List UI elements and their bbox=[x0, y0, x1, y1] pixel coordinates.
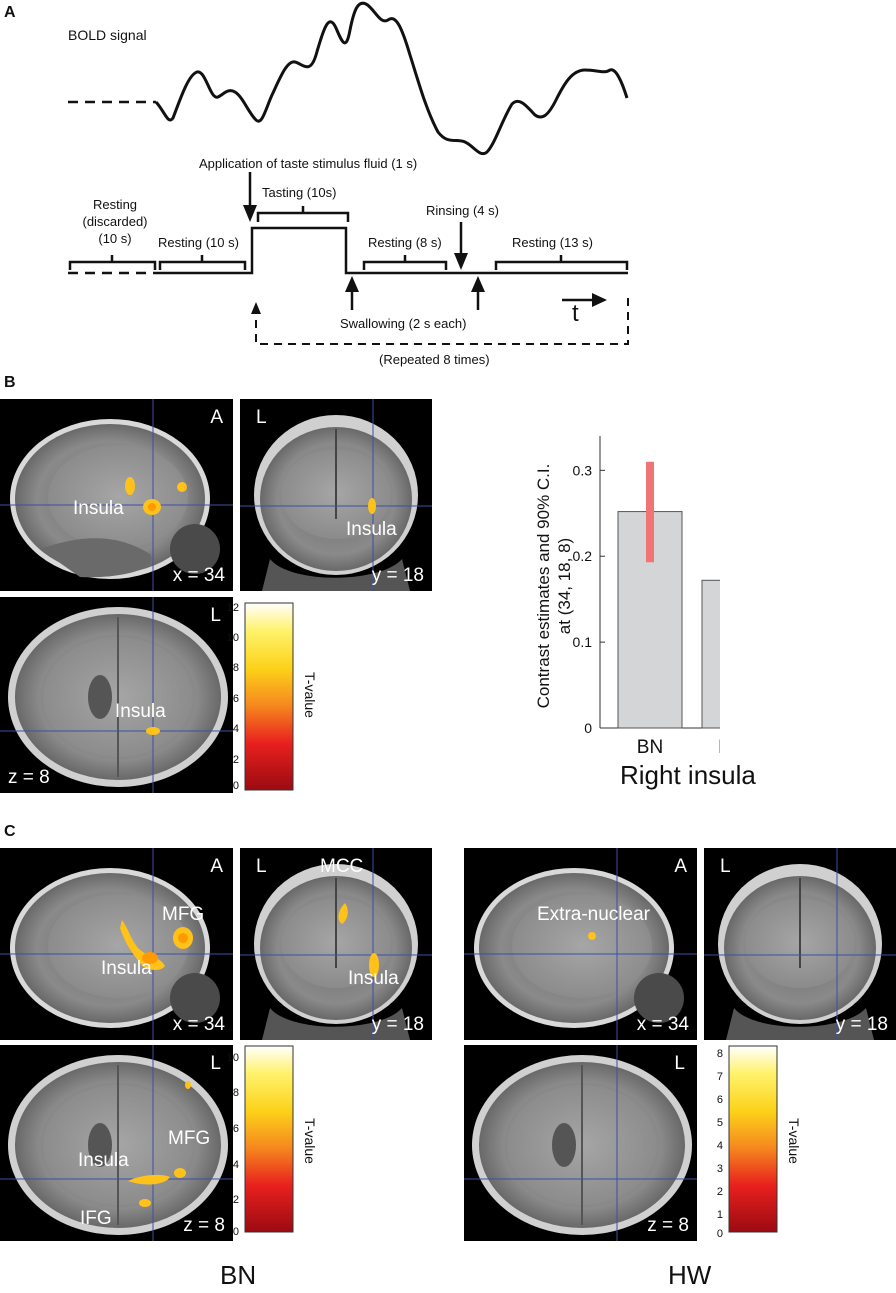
c-bn-colorbar-title: T-value bbox=[302, 1118, 318, 1164]
chart-ytick-label: 0.3 bbox=[573, 462, 593, 478]
insula-bar-chart: 0 0.1 0.2 0.3BN HW bbox=[573, 436, 720, 758]
c-bn-colorbar bbox=[244, 1045, 294, 1233]
c-hw-coronal-slice: L y = 18 bbox=[704, 848, 896, 1040]
bold-signal-label: BOLD signal bbox=[68, 27, 147, 43]
chart-bar bbox=[701, 579, 720, 729]
resting1-label: Resting (10 s) bbox=[158, 235, 239, 250]
group-label-bn: BN bbox=[220, 1260, 257, 1290]
c-hw-colorbar bbox=[728, 1045, 778, 1233]
chart-ytick-label: 0.1 bbox=[573, 634, 593, 650]
b-axial-slice-label: z = 8 bbox=[8, 767, 50, 788]
c-bn-sagittal-insula-label: Insula bbox=[101, 958, 152, 979]
b-coronal-insula-label: Insula bbox=[346, 519, 397, 540]
c-hw-sagittal-slice: A Extra-nuclear x = 34 bbox=[464, 848, 697, 1040]
panel-c-letter: C bbox=[4, 823, 16, 840]
resting3-label: Resting (13 s) bbox=[512, 235, 593, 250]
c-bn-axial-slice: L Insula MFG IFG z = 8 bbox=[0, 1045, 233, 1241]
panel-b-letter: B bbox=[4, 374, 16, 391]
bold-curve bbox=[154, 1, 629, 156]
chart-ci-bar bbox=[646, 461, 654, 563]
panel-a-letter: A bbox=[4, 4, 16, 21]
c-bn-sagittal-mfg-label: MFG bbox=[162, 904, 205, 925]
b-sagittal-insula-label: Insula bbox=[73, 498, 124, 519]
c-bn-sagittal-slice: A MFG Insula x = 34 bbox=[0, 848, 233, 1040]
c-hw-sagittal-extranuclear-label: Extra-nuclear bbox=[537, 904, 650, 925]
time-symbol: t bbox=[572, 300, 579, 327]
b-axial-insula-label: Insula bbox=[115, 701, 166, 722]
paradigm-diagram bbox=[68, 1, 629, 345]
resting2-label: Resting (8 s) bbox=[368, 235, 442, 250]
b-colorbar-title: T-value bbox=[302, 672, 318, 718]
chart-category-label: HW bbox=[718, 737, 720, 758]
b-colorbar bbox=[244, 602, 294, 791]
chart-category-label: BN bbox=[637, 737, 663, 758]
b-axial-slice: L Insula z = 8 bbox=[0, 597, 233, 793]
b-sagittal-slice-label: x = 34 bbox=[172, 565, 225, 586]
c-bn-axial-mfg-label: MFG bbox=[168, 1128, 211, 1149]
tasting-label: Tasting (10s) bbox=[262, 185, 337, 200]
chart-xlabel: Right insula bbox=[620, 760, 756, 790]
chart-ytick-label: 0.2 bbox=[573, 548, 593, 564]
stimulus-label: Application of taste stimulus fluid (1 s… bbox=[199, 156, 418, 171]
c-bn-axial-insula-label: Insula bbox=[78, 1150, 129, 1171]
c-hw-colorbar-title: T-value bbox=[786, 1118, 802, 1164]
swallowing-label: Swallowing (2 s each) bbox=[340, 316, 467, 331]
chart-ytick-label: 0 bbox=[584, 720, 592, 736]
b-sagittal-slice: A Insula x = 34 bbox=[0, 399, 233, 591]
b-coronal-slice-label: y = 18 bbox=[371, 565, 424, 586]
repeated-label: (Repeated 8 times) bbox=[379, 352, 490, 367]
c-bn-coronal-insula-label: Insula bbox=[348, 968, 399, 989]
chart-ylabel: Contrast estimates and 90% C.I. at (34, … bbox=[534, 463, 574, 709]
timeline bbox=[156, 226, 628, 275]
resting-discarded-label: Resting (discarded) (10 s) bbox=[82, 197, 148, 246]
c-bn-coronal-mcc-label: MCC bbox=[320, 856, 364, 877]
c-hw-axial-slice: L z = 8 bbox=[464, 1045, 697, 1241]
b-coronal-slice: L Insula y = 18 bbox=[240, 399, 432, 591]
c-bn-axial-ifg-label: IFG bbox=[80, 1208, 112, 1229]
c-bn-coronal-slice: L MCC Insula y = 18 bbox=[240, 848, 432, 1040]
rinsing-label: Rinsing (4 s) bbox=[426, 203, 499, 218]
group-label-hw: HW bbox=[668, 1260, 712, 1290]
